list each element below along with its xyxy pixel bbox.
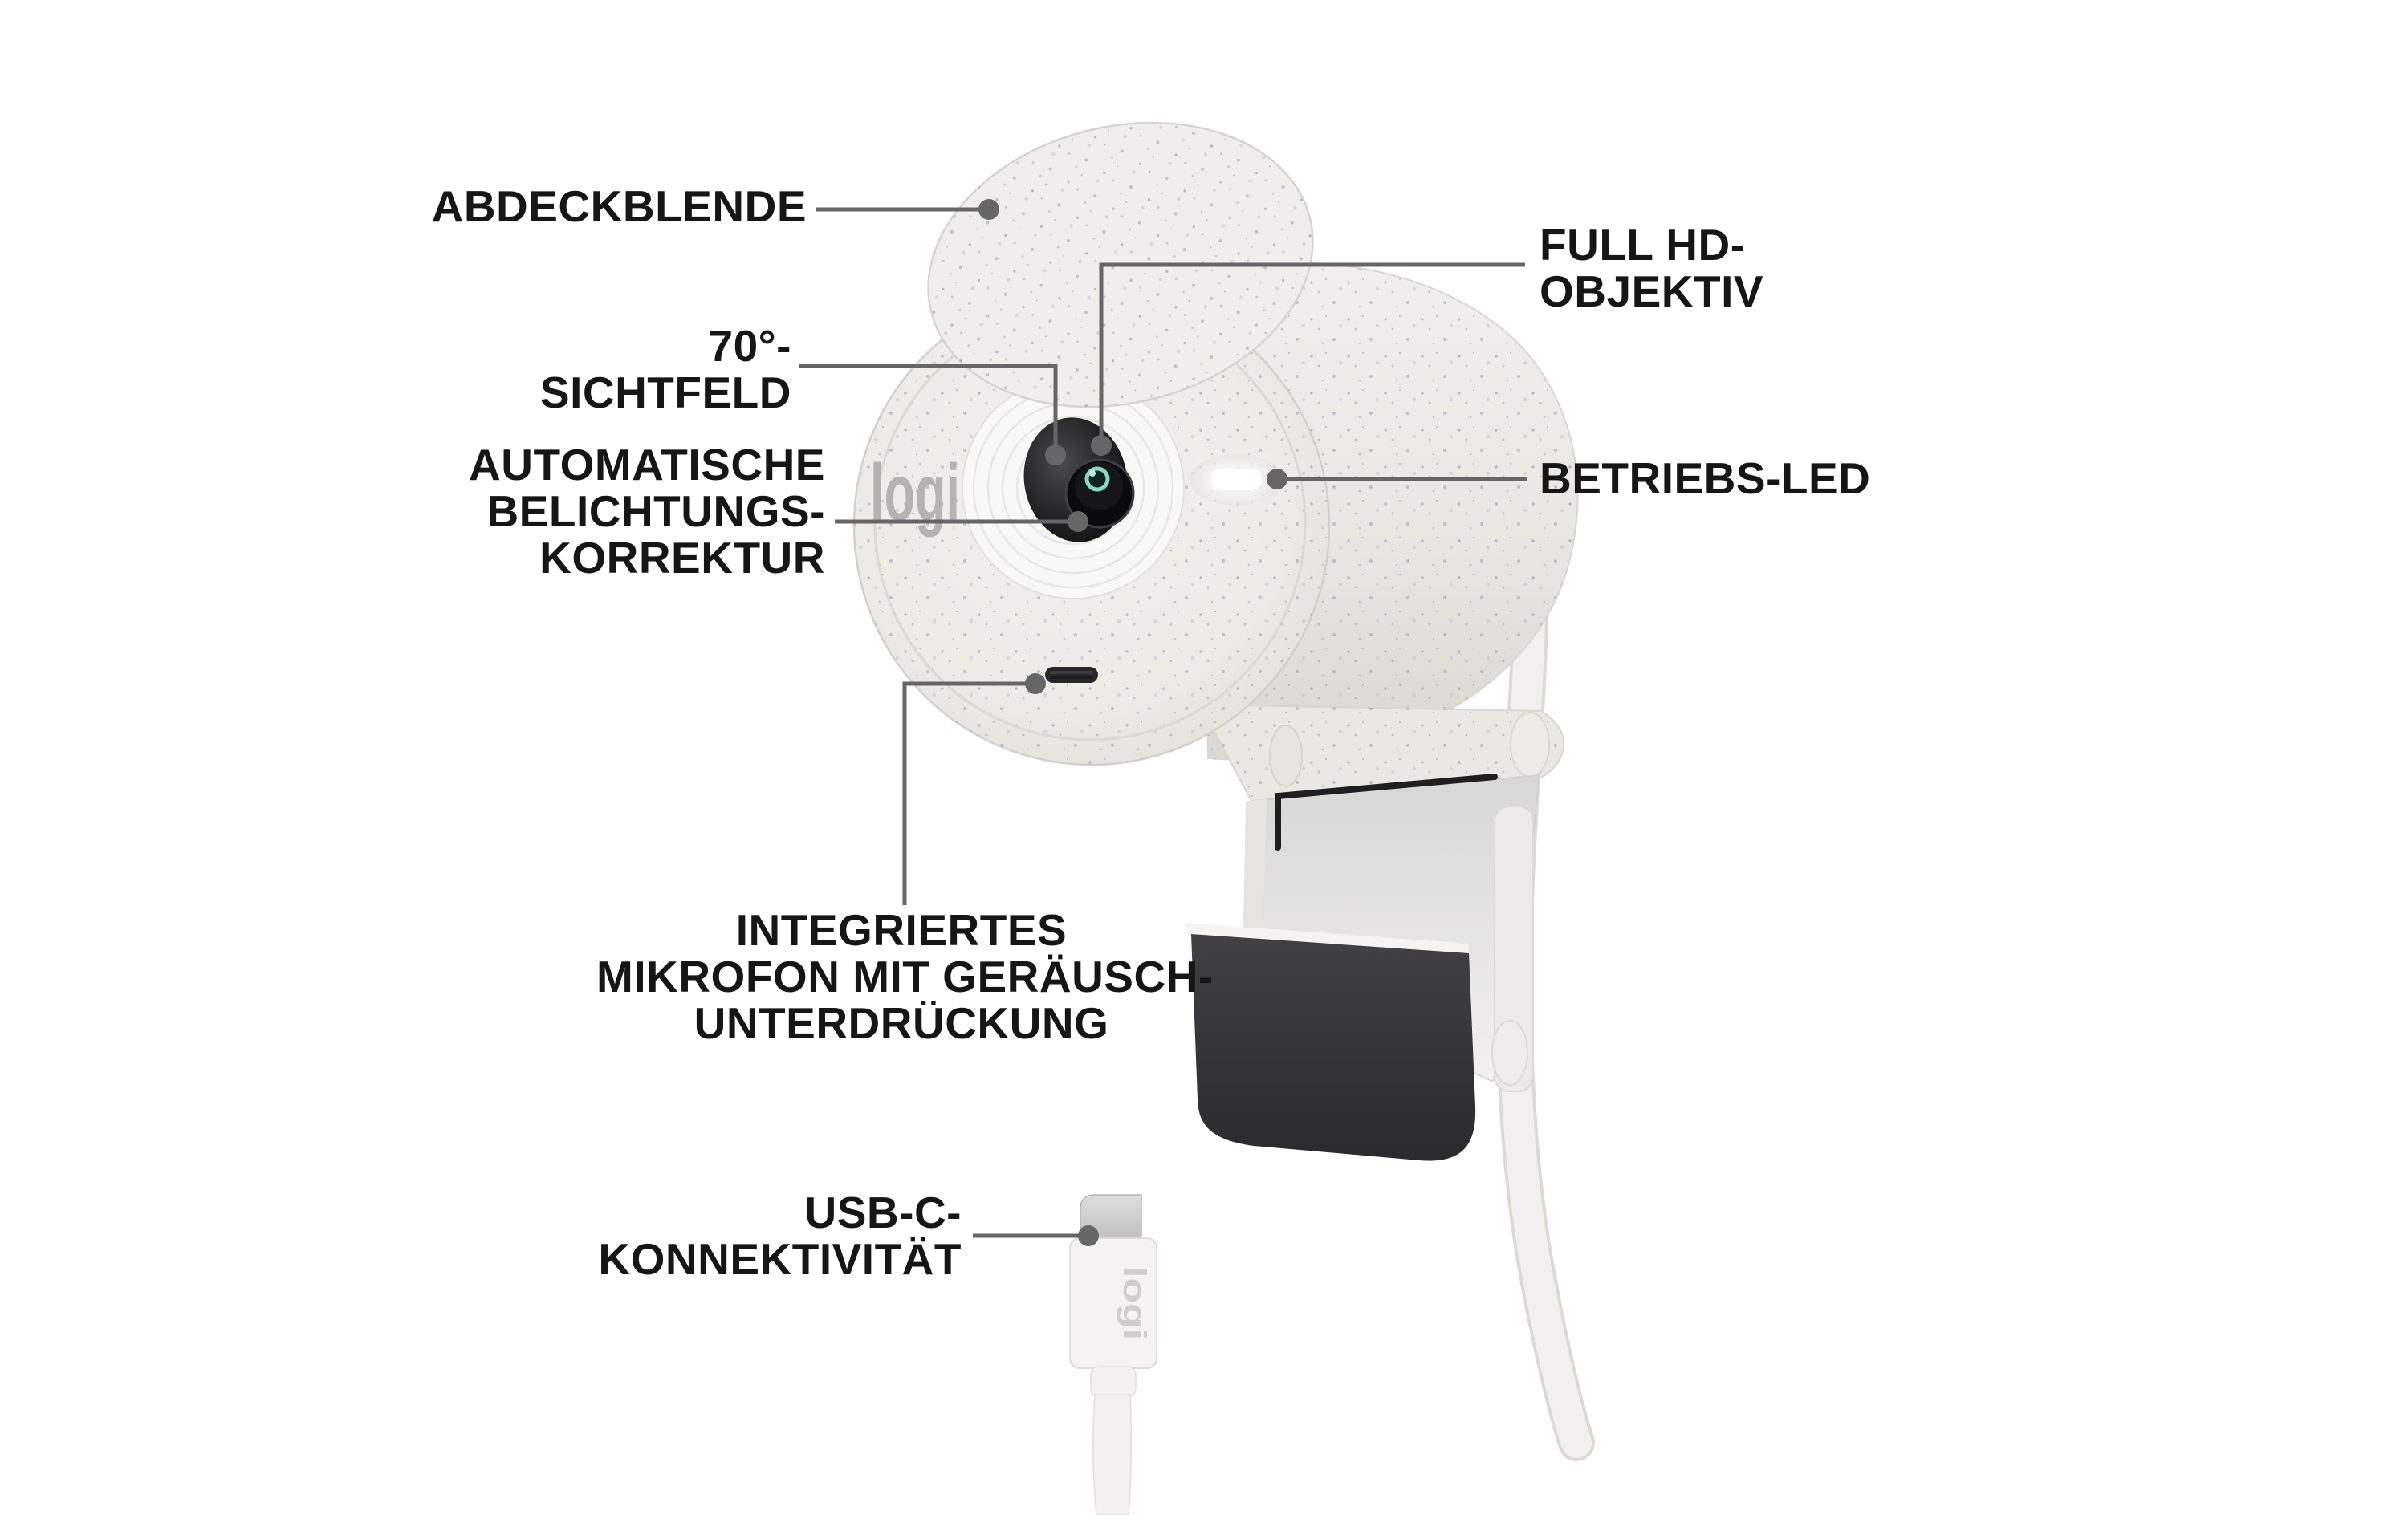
label-usbc: USB-C- KONNEKTIVITÄT bbox=[401, 1189, 962, 1282]
microphone-slot bbox=[1045, 667, 1098, 683]
fullhd-leader-line bbox=[1099, 262, 1525, 440]
label-belichtungskorrektur: AUTOMATISCHE BELICHTUNGS- KORREKTUR bbox=[321, 441, 825, 581]
label-line: AUTOMATISCHE bbox=[469, 440, 825, 489]
mikrofon-leader-dot bbox=[1025, 673, 1046, 694]
abdeckblende-leader-dot bbox=[978, 199, 999, 220]
label-mikrofon: INTEGRIERTES MIKROFON MIT GERÄUSCH- UNTE… bbox=[596, 905, 1214, 1048]
label-line: KONNEKTIVITÄT bbox=[598, 1234, 962, 1284]
label-line: INTEGRIERTES bbox=[735, 905, 1068, 955]
sichtfeld-leader-dot bbox=[1045, 445, 1066, 465]
label-line: BELICHTUNGS- bbox=[486, 486, 825, 536]
label-line: KORREKTUR bbox=[539, 533, 825, 583]
belichtung-leader-dot bbox=[1068, 511, 1088, 532]
body-logo: logi bbox=[870, 448, 960, 538]
clip-slit bbox=[1275, 774, 1498, 851]
hinge-cap-right bbox=[1510, 712, 1550, 778]
leader-lines bbox=[799, 207, 1527, 1238]
label-line: 70°- bbox=[708, 321, 791, 371]
label-betriebs-led: BETRIEBS-LED bbox=[1540, 455, 1957, 502]
label-line: BETRIEBS-LED bbox=[1540, 453, 1871, 503]
label-line: FULL HD- bbox=[1540, 220, 1746, 270]
label-line: ABDECKBLENDE bbox=[431, 181, 807, 231]
usb-c-cable bbox=[1092, 1394, 1133, 1515]
led-leader-dot bbox=[1267, 469, 1287, 489]
mikrofon-leader-line bbox=[902, 681, 1027, 905]
usbc-leader-dot bbox=[1078, 1225, 1099, 1246]
label-line: SICHTFELD bbox=[539, 368, 791, 417]
sichtfeld-leader-line bbox=[799, 364, 1058, 449]
label-fullhd-objektiv: FULL HD- OBJEKTIV bbox=[1540, 221, 1957, 315]
status-led bbox=[1190, 454, 1283, 506]
fullhd-leader-dot bbox=[1091, 435, 1112, 456]
label-line: OBJEKTIV bbox=[1540, 266, 1764, 316]
plug-logo: logi bbox=[1117, 1266, 1152, 1340]
label-abdeckblende: ABDECKBLENDE bbox=[321, 183, 807, 229]
hinge-cap-lower bbox=[1491, 1020, 1528, 1086]
label-line: UNTERDRÜCKUNG bbox=[694, 998, 1109, 1048]
label-sichtfeld: 70°- SICHTFELD bbox=[321, 323, 791, 416]
clip-dark-panel bbox=[1185, 923, 1476, 1161]
label-line: MIKROFON MIT GERÄUSCH- bbox=[596, 952, 1214, 1001]
leader-dots bbox=[978, 199, 1287, 1246]
hinge-cap-left bbox=[1269, 725, 1303, 787]
label-line: USB-C- bbox=[804, 1188, 962, 1237]
